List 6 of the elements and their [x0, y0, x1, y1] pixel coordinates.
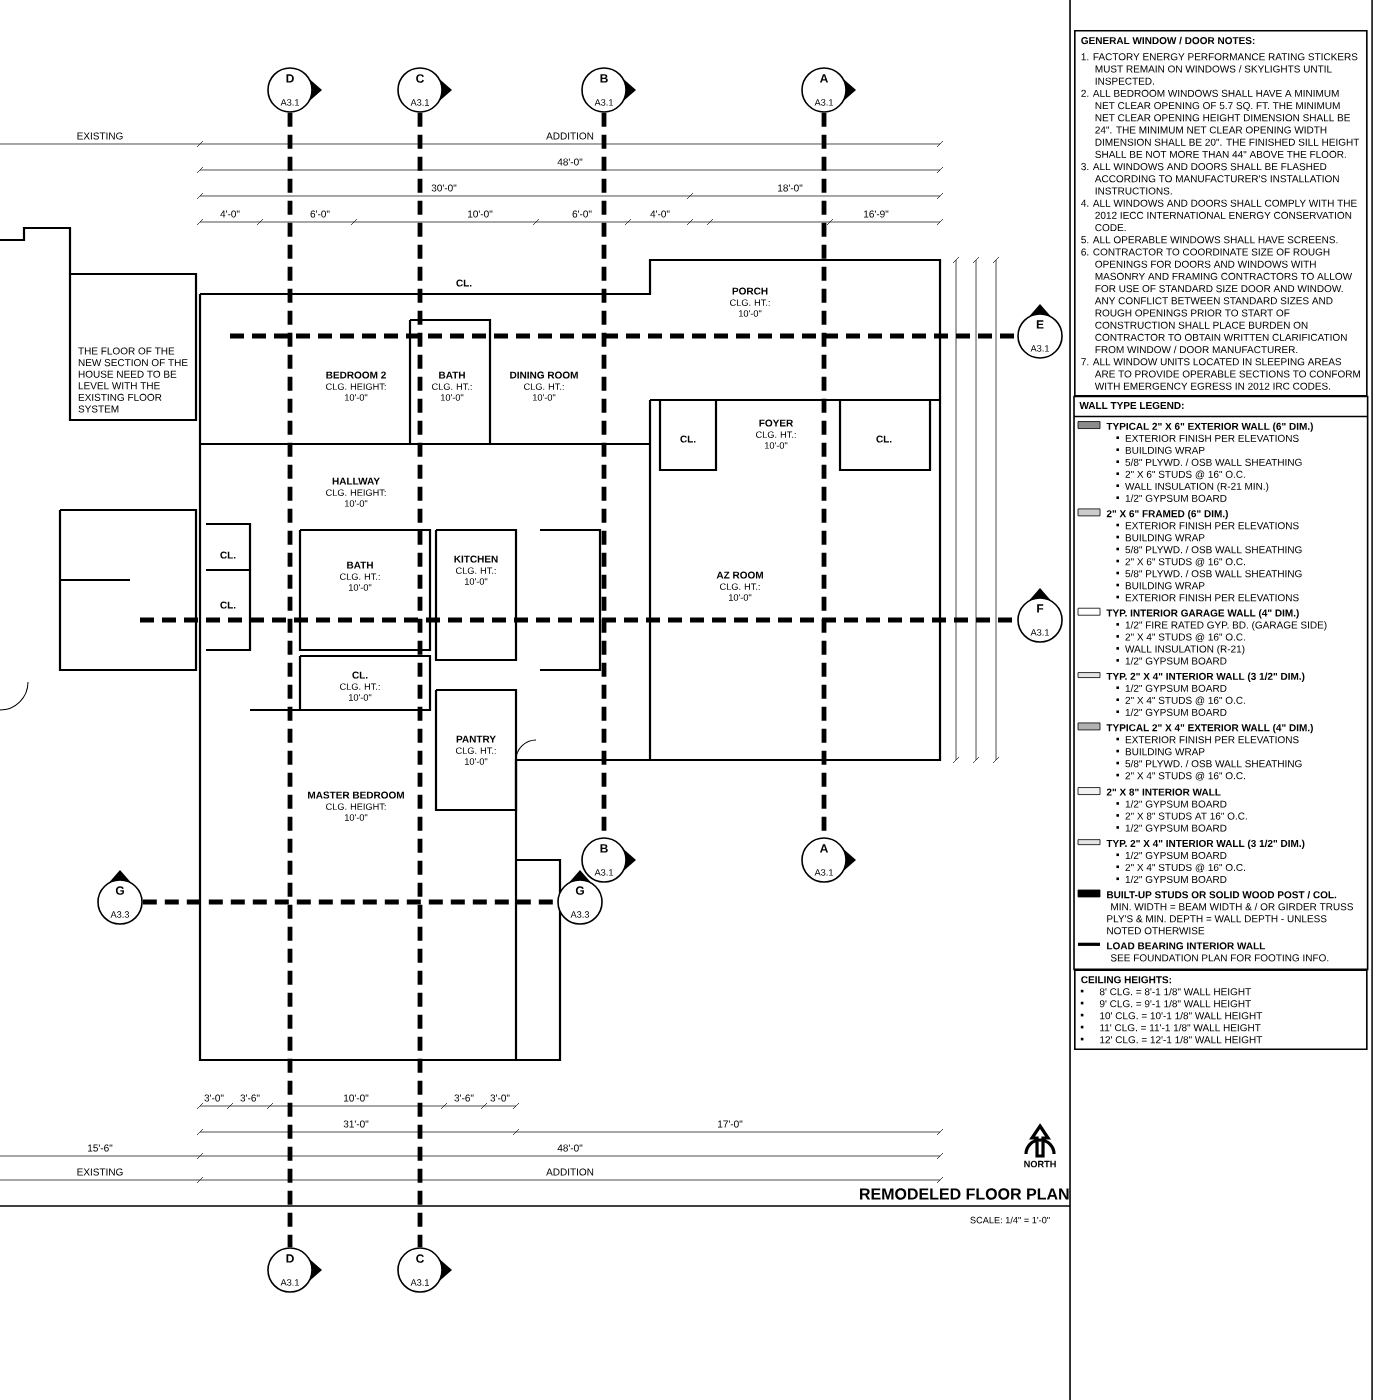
section-line — [140, 617, 1018, 623]
drawing-title: REMODELED FLOOR PLAN — [860, 1188, 1069, 1200]
section-line — [417, 112, 423, 1248]
section-line — [142, 899, 558, 905]
section-line — [287, 112, 293, 1248]
section-line — [230, 333, 1018, 339]
